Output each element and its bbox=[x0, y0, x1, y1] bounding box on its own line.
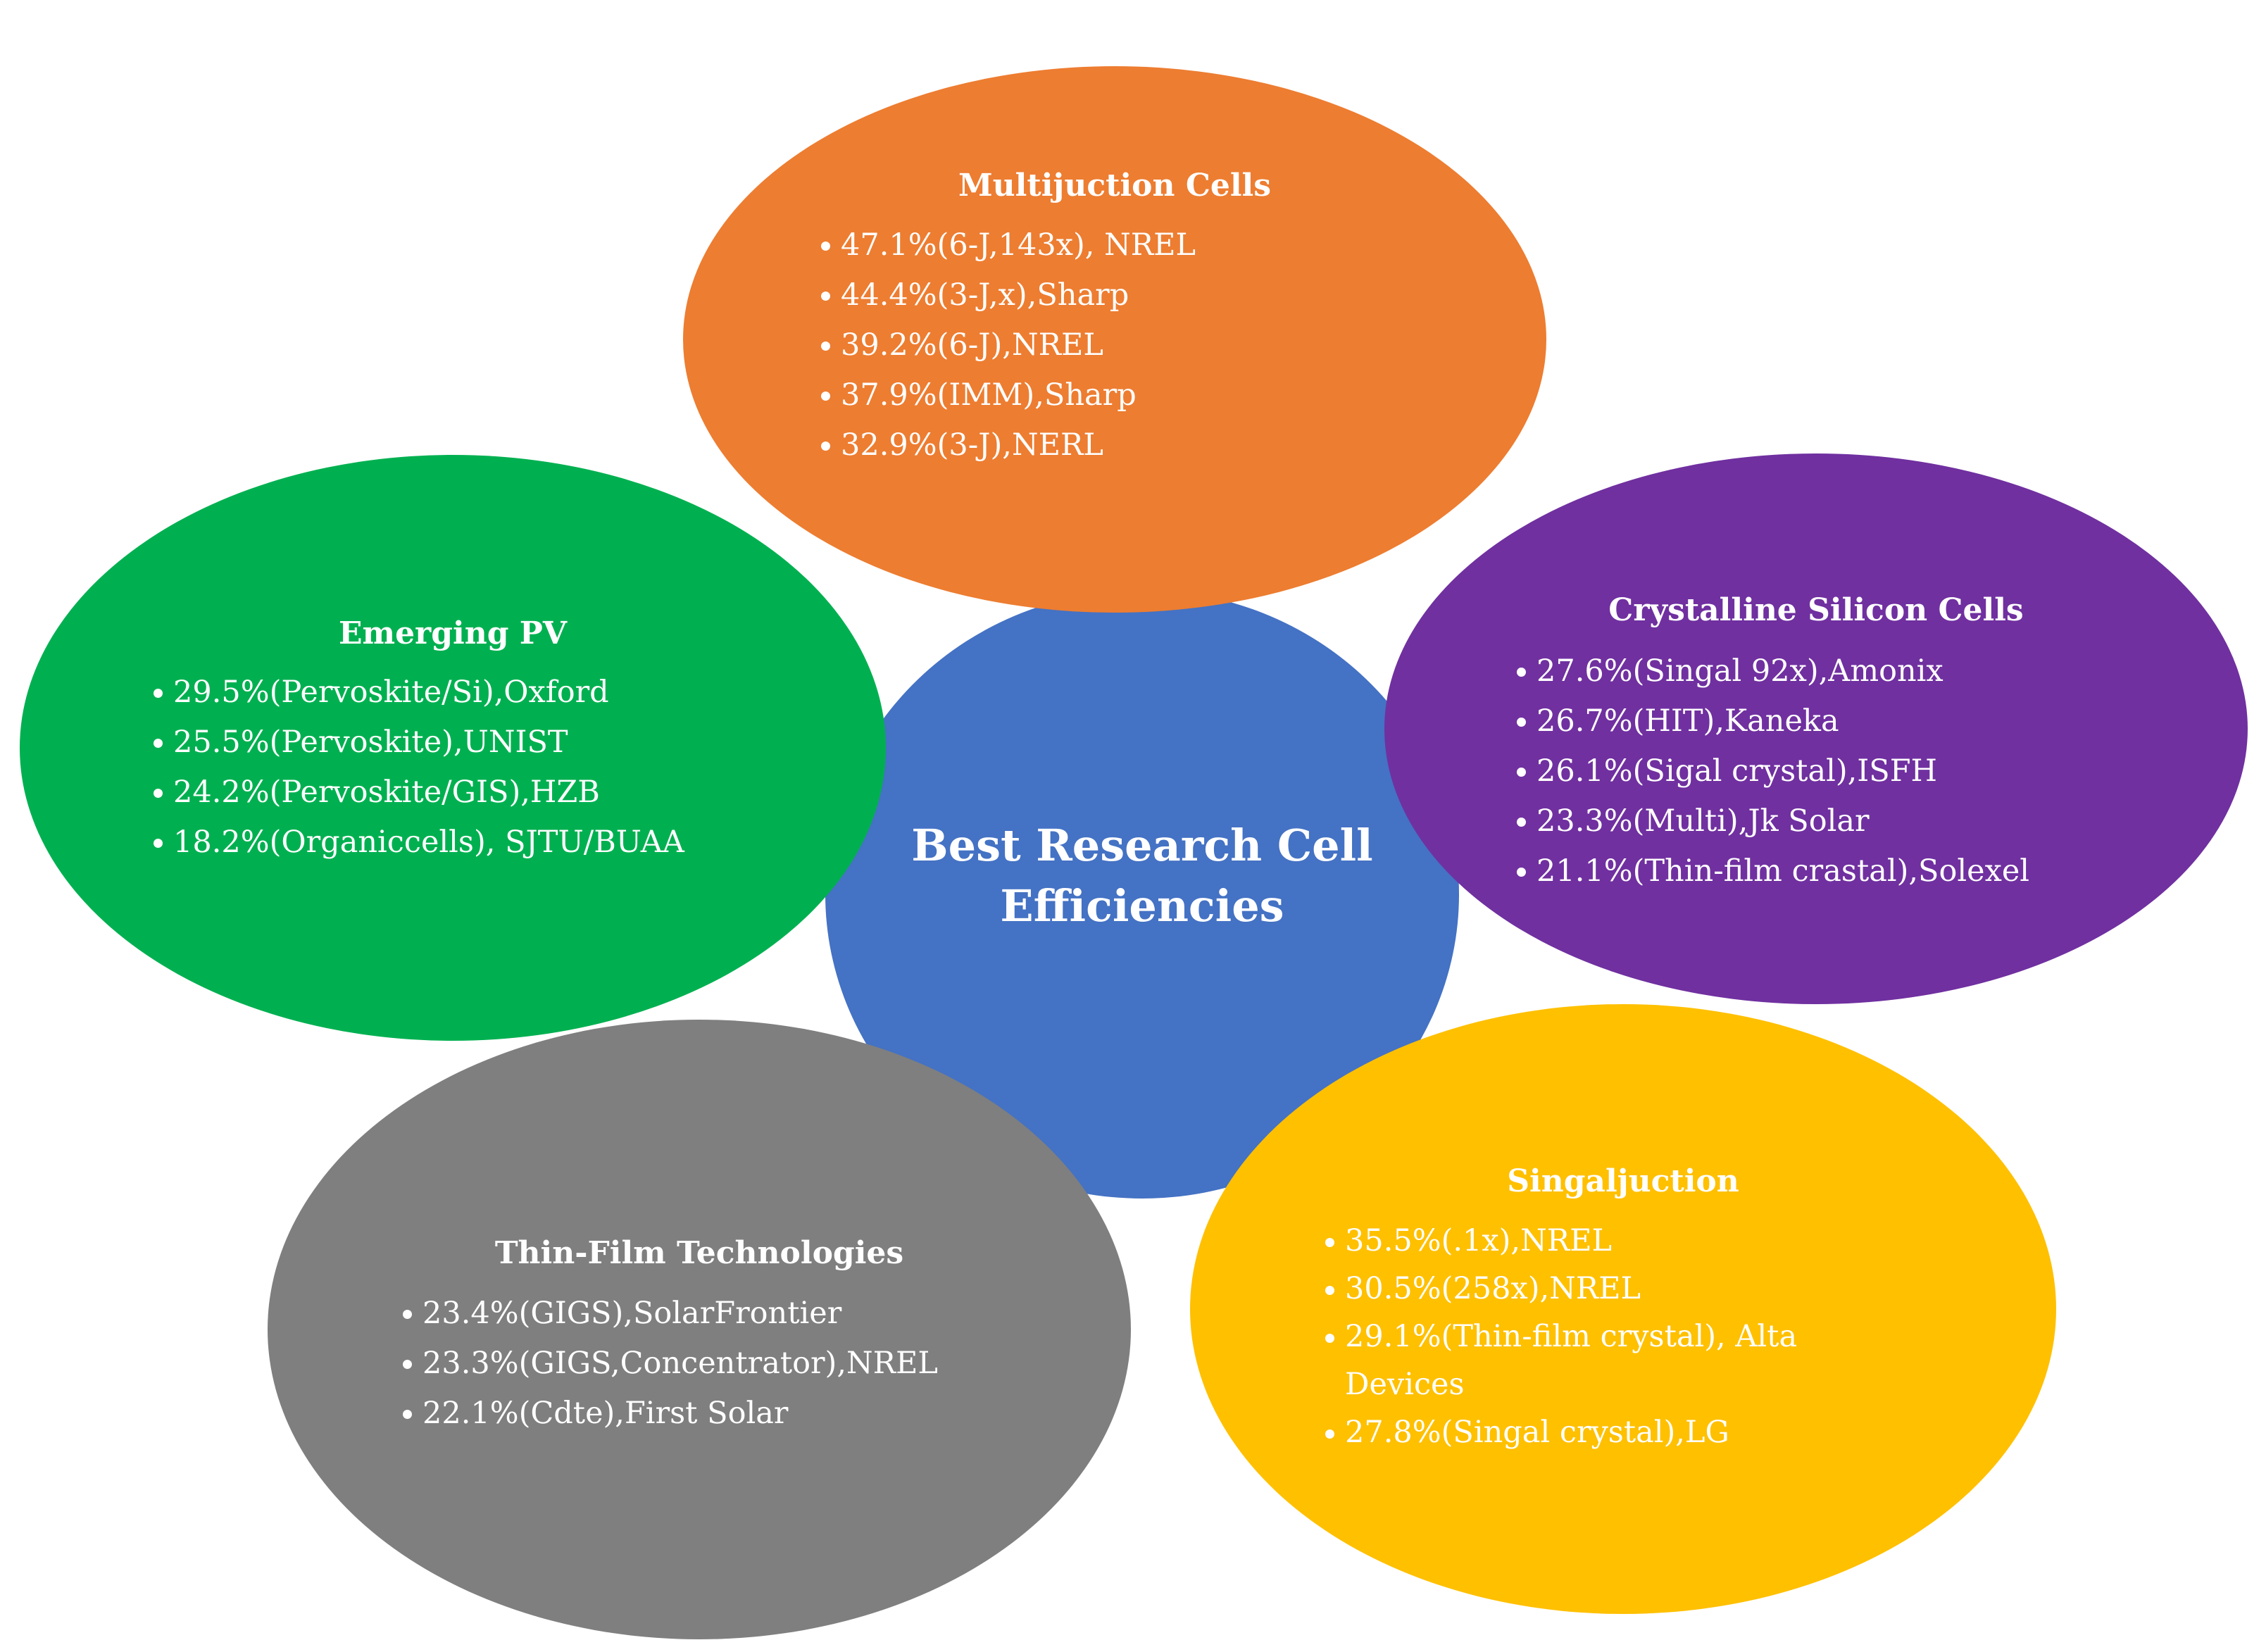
list-item: 32.9%(3-J),NERL bbox=[820, 420, 1196, 470]
multijunction-list: 47.1%(6-J,143x), NREL 44.4%(3-J,x),Sharp… bbox=[820, 220, 1196, 470]
singaljunction-title: Singaljuction bbox=[1507, 1163, 1739, 1199]
list-item: 22.1%(Cdte),First Solar bbox=[401, 1389, 938, 1439]
emerging-pv-title: Emerging PV bbox=[338, 615, 568, 651]
list-item: 39.2%(6-J),NREL bbox=[820, 320, 1196, 370]
list-item: 30.5%(258x),NREL bbox=[1324, 1265, 1866, 1313]
list-item: 21.1%(Thin-film crastal),Solexel bbox=[1515, 846, 2029, 896]
list-item: 26.1%(Sigal crystal),ISFH bbox=[1515, 746, 2029, 796]
singaljunction-list: 35.5%(.1x),NREL 30.5%(258x),NREL 29.1%(T… bbox=[1324, 1217, 1866, 1456]
list-item: 18.2%(Organiccells), SJTU/BUAA bbox=[152, 818, 684, 868]
thin-film-title: Thin-Film Technologies bbox=[494, 1235, 904, 1271]
multijunction-ellipse bbox=[683, 66, 1546, 613]
list-item: 29.5%(Pervoskite/Si),Oxford bbox=[152, 668, 684, 718]
list-item: 27.6%(Singal 92x),Amonix bbox=[1515, 646, 2029, 696]
thin-film-list: 23.4%(GIGS),SolarFrontier 23.3%(GIGS,Con… bbox=[401, 1289, 938, 1439]
singaljunction-ellipse bbox=[1190, 1004, 2056, 1614]
list-item: 47.1%(6-J,143x), NREL bbox=[820, 220, 1196, 270]
emerging-pv-list: 29.5%(Pervoskite/Si),Oxford 25.5%(Pervos… bbox=[152, 668, 684, 868]
center-title: Best Research Cell Efficiencies bbox=[825, 815, 1459, 937]
list-item: 29.1%(Thin-film crystal), Alta Devices bbox=[1324, 1313, 1866, 1408]
center-title-line1: Best Research Cell bbox=[911, 820, 1373, 871]
list-item: 35.5%(.1x),NREL bbox=[1324, 1217, 1866, 1265]
thin-film-ellipse bbox=[268, 1020, 1131, 1639]
emerging-pv-ellipse bbox=[20, 455, 886, 1041]
multijunction-title: Multijuction Cells bbox=[958, 168, 1272, 204]
list-item: 27.8%(Singal crystal),LG bbox=[1324, 1408, 1866, 1456]
list-item: 23.4%(GIGS),SolarFrontier bbox=[401, 1289, 938, 1339]
crystalline-silicon-ellipse bbox=[1384, 453, 2248, 1004]
list-item: 37.9%(IMM),Sharp bbox=[820, 370, 1196, 420]
crystalline-silicon-title: Crystalline Silicon Cells bbox=[1608, 592, 2024, 628]
center-title-line2: Efficiencies bbox=[1000, 880, 1284, 932]
list-item: 26.7%(HIT),Kaneka bbox=[1515, 696, 2029, 746]
list-item: 23.3%(GIGS,Concentrator),NREL bbox=[401, 1339, 938, 1389]
list-item: 24.2%(Pervoskite/GIS),HZB bbox=[152, 768, 684, 818]
crystalline-silicon-list: 27.6%(Singal 92x),Amonix 26.7%(HIT),Kane… bbox=[1515, 646, 2029, 896]
list-item: 44.4%(3-J,x),Sharp bbox=[820, 270, 1196, 320]
list-item: 23.3%(Multi),Jk Solar bbox=[1515, 796, 2029, 846]
list-item: 25.5%(Pervoskite),UNIST bbox=[152, 718, 684, 768]
